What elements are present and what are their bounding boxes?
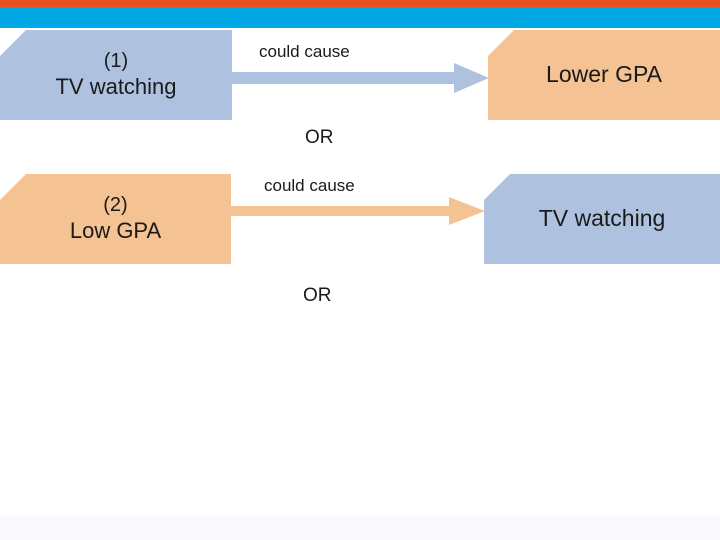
node-source-row-1[interactable]: (1) TV watching [0,30,232,120]
node-source-row-2[interactable]: (2) Low GPA [0,174,231,264]
node-target-row-2[interactable]: TV watching [484,174,720,264]
arrow-right-row-2 [231,195,486,227]
top-accent-bar-cyan [0,7,720,28]
top-accent-bar-orange [0,0,720,7]
diagram-area: (1) TV watching could cause Lower GPA OR… [0,28,720,516]
arrow-right-row-1 [232,62,490,94]
node-label-low-gpa: Low GPA [69,217,162,243]
node-label-tv-watching-source: TV watching [55,73,177,99]
connector-label-row-1: could cause [259,42,350,61]
node-target-row-1[interactable]: Lower GPA [488,30,720,120]
node-label-tv-watching-target: TV watching [538,205,666,232]
node-number-row-2: (2) [103,194,128,217]
separator-or-2: OR [303,285,332,306]
node-number-row-1: (1) [103,50,129,73]
connector-label-row-2: could cause [264,176,355,195]
bottom-accent-band [0,516,720,540]
separator-or-1: OR [305,127,334,148]
node-label-lower-gpa: Lower GPA [546,61,662,88]
